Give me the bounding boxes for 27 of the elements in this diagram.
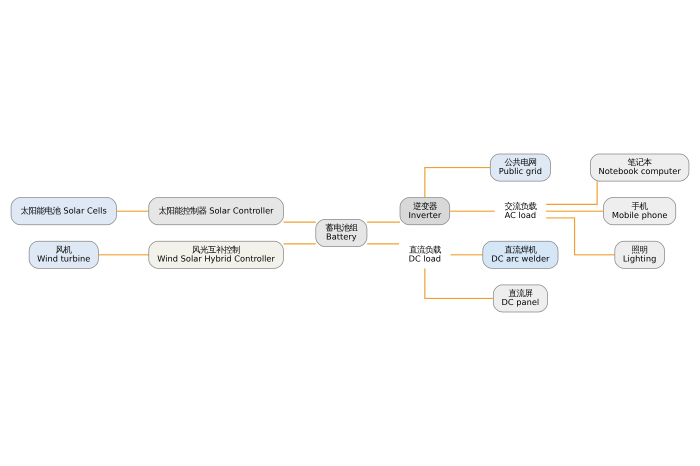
connector [284,243,316,245]
connector [284,221,316,223]
node-box: 直流屏 DC panel [492,284,548,312]
node-box: 风光互补控制 Wind Solar Hybrid Controller [148,240,284,269]
node-box: 手机 Mobile phone [603,197,676,226]
node-text: 交流负载 AC load [504,200,536,220]
connector [546,181,598,206]
connector [546,217,615,256]
connector [450,210,495,212]
node-box: 笔记本 Notebook computer [590,154,690,182]
node-box: 公共电网 Public grid [490,154,551,182]
node-box: 逆变器 Inverter [400,197,450,226]
connector [367,221,400,223]
connector [116,210,149,212]
connector [546,210,604,212]
connector [98,254,148,256]
node-box: 太阳能控制器 Solar Controller [148,197,284,226]
node-box: 太阳能电池 Solar Cells [10,197,117,226]
connector [424,268,494,300]
connector [450,254,482,256]
node-box: 蓄电池组 Battery [315,219,368,247]
node-box: 风机 Wind turbine [28,240,99,269]
connector [367,243,400,245]
node-box: 直流焊机 DC arc welder [482,240,558,269]
connector [424,166,490,198]
node-box: 照明 Lighting [614,240,665,269]
node-text: 直流负载 DC load [408,244,442,264]
